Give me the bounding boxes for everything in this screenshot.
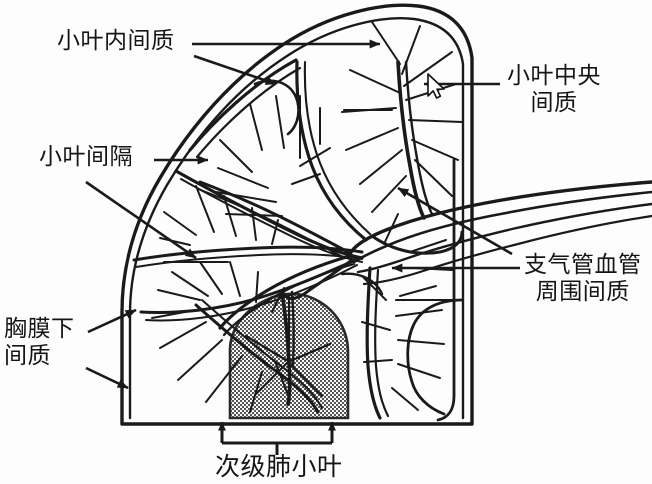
label-bronchovasc-line1: 支气管血管 bbox=[524, 252, 642, 278]
leader-intralobular-b bbox=[193, 54, 277, 86]
label-subpleural-line2: 间质 bbox=[4, 343, 51, 370]
intralobular-interstitium-lines bbox=[151, 21, 463, 413]
label-intralobular-interstitium: 小叶内间质 bbox=[57, 28, 175, 54]
mouse-pointer bbox=[427, 73, 445, 99]
label-interlobular-septum: 小叶间隔 bbox=[39, 144, 133, 170]
label-bronchovasc-line2: 周围间质 bbox=[535, 279, 630, 306]
label-centrilobular-line1: 小叶中央 bbox=[507, 63, 601, 89]
label-peribronchovascular-interstitium: 支气管血管 周围间质 bbox=[524, 252, 642, 306]
leader-subpleural-a bbox=[87, 308, 137, 334]
secondary-pulmonary-lobule bbox=[228, 290, 350, 420]
label-centrilobular-line2: 间质 bbox=[530, 90, 578, 117]
label-subpleural-line1: 胸膜下 bbox=[4, 316, 75, 342]
leader-subpleural-b bbox=[85, 366, 129, 390]
label-centrilobular-interstitium: 小叶中央 间质 bbox=[507, 63, 601, 117]
leader-interlobular-b bbox=[85, 180, 197, 260]
caption-secondary-pulmonary-lobule: 次级肺小叶 bbox=[215, 452, 343, 481]
leader-bronchovasc-b bbox=[397, 186, 513, 256]
lobule-bracket bbox=[218, 421, 336, 455]
bronchovascular-bundle bbox=[197, 158, 652, 422]
label-subpleural-interstitium: 胸膜下 间质 bbox=[4, 316, 75, 370]
leader-arrows bbox=[85, 39, 520, 390]
